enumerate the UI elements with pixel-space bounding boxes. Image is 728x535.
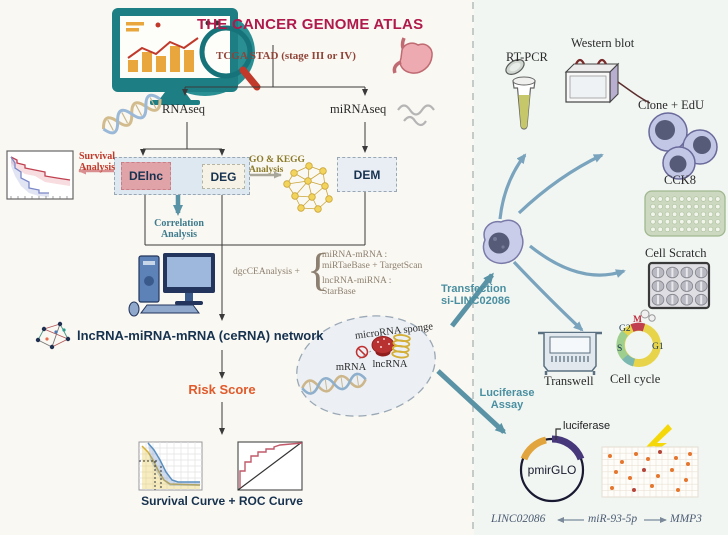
formula-line-2: miRTaeBase + TargetScan [322, 261, 423, 271]
km-plot-icon [6, 150, 74, 200]
luciferase-assay-label: Luciferase Assay [479, 387, 535, 411]
formula-line-1: miRNA-mRNA : [322, 250, 388, 260]
rt-pcr-label: RT-PCR [506, 50, 548, 64]
luciferase-label: luciferase [563, 420, 611, 432]
cerna-sponge-illustration [296, 315, 436, 417]
transfection-label: Transfection si-LINC02086 [441, 283, 511, 307]
go-kegg-label: GO & KEGG Analysis [249, 155, 305, 176]
tcga-logo-icon [112, 8, 261, 105]
mrna-label: mRNA [335, 362, 367, 373]
formula-line-3: lncRNA-miRNA : [322, 276, 392, 286]
go-network-icon [283, 162, 333, 213]
cell-icon [482, 219, 524, 264]
phase-m-label: M [633, 315, 642, 325]
plasmid-name-label: pmirGLO [527, 463, 577, 477]
pcr-tube-icon [505, 59, 536, 130]
page-title: THE CANCER GENOME ATLAS [197, 16, 424, 33]
lncrna-label: lncRNA [372, 359, 408, 370]
cck8-plate-icon [644, 190, 726, 237]
formula-brace: { [307, 244, 330, 295]
phase-s-label: S [617, 344, 623, 354]
lncrna-coil-icon [391, 334, 411, 359]
cerna-network-label: lncRNA-miRNA-mRNA (ceRNA) network [77, 328, 324, 343]
phase-g1-label: G1 [652, 342, 664, 352]
flow-lines-top [140, 45, 368, 156]
western-blot-label: Western blot [571, 36, 635, 50]
mrna-helix-icon [301, 372, 367, 395]
mirna-squiggle-icon [397, 104, 435, 127]
cerna-network-icon [35, 321, 71, 350]
stomach-icon [392, 37, 433, 74]
transwell-icon [538, 331, 602, 375]
prohibition-icon [355, 345, 369, 359]
risk-score-label: Risk Score [188, 382, 256, 397]
dem-label: DEM [353, 167, 381, 182]
cell-scratch-plate-icon [647, 261, 711, 310]
delnc-box: DElnc [121, 162, 171, 190]
delnc-label: DElnc [128, 169, 163, 183]
cck8-label: CCK8 [664, 173, 696, 187]
rnaseq-label: RNAseq [162, 102, 206, 116]
mmp3-label: MMP3 [670, 513, 702, 525]
plasmid-icon [519, 428, 585, 503]
correlation-label: Correlation Analysis [154, 218, 204, 240]
survival-analysis-label: Survival Analysis [78, 151, 116, 173]
clone-edu-label: Clone + EdU [638, 98, 705, 112]
assay-arrows [498, 153, 626, 332]
cell-cycle-ring-icon [616, 309, 661, 367]
cell-scratch-label: Cell Scratch [645, 246, 707, 260]
formula-line-4: StarBase [322, 287, 356, 297]
curves-caption: Survival Curve + ROC Curve [141, 494, 303, 508]
dna-helix-icon [102, 93, 162, 135]
roc-curve-plot-icon [237, 441, 303, 491]
phase-g2-label: G2 [619, 324, 631, 334]
mirnaseq-label: miRNAseq [330, 102, 387, 116]
sponge-icon [371, 336, 395, 357]
formula-prefix: dgcCEAnalysis + [233, 267, 300, 277]
merge-lines [144, 188, 366, 435]
transwell-label: Transwell [544, 374, 594, 388]
transfection-arrow [450, 272, 494, 328]
luciferase-assay-arrow [436, 369, 507, 435]
survival-curve-plot-icon [138, 441, 203, 491]
deg-label: DEG [210, 169, 237, 184]
cohort-label: TCGA STAD (stage III or IV) [216, 50, 356, 62]
deg-box: DEG [202, 164, 245, 189]
flash-icon [640, 424, 672, 462]
clone-cells-icon [648, 112, 718, 180]
luminescence-grid-icon [601, 446, 699, 498]
desktop-computer-icon [128, 253, 215, 317]
mir-93-5p-label: miR-93-5p [588, 513, 638, 525]
western-blot-tank-icon [564, 58, 651, 104]
cell-cycle-label: Cell cycle [610, 372, 661, 386]
linc02086-label: LINC02086 [491, 513, 546, 525]
dem-box: DEM [337, 157, 397, 192]
